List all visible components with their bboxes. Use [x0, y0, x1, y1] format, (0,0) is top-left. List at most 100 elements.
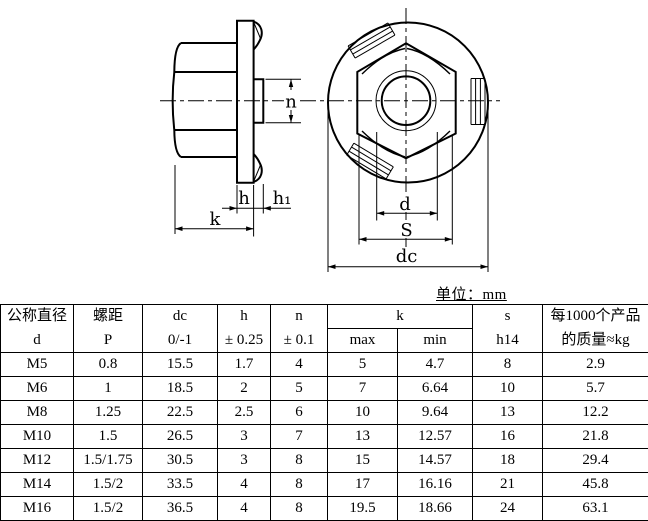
dimension-n: n: [265, 78, 301, 124]
spec-cell: 8: [472, 352, 543, 377]
column-header-line1: 螺距: [92, 308, 123, 324]
column-header-group: k: [327, 304, 473, 329]
spec-cell: 30.5: [142, 448, 218, 473]
spec-cell: 1.5: [73, 424, 143, 449]
side-view-drawing: n h h₁ k: [160, 19, 500, 237]
spec-cell: 12.2: [542, 400, 648, 425]
serration-mark: [470, 78, 486, 125]
spec-cell: 2.5: [217, 400, 271, 425]
spec-cell: 9.64: [397, 400, 473, 425]
spec-cell: 15.5: [142, 352, 218, 377]
spec-cell: 1: [73, 376, 143, 401]
spec-cell: 33.5: [142, 472, 218, 497]
spec-cell: 29.4: [542, 448, 648, 473]
spec-cell: 63.1: [542, 496, 648, 521]
column-header-line1: 每1000个产品: [550, 308, 641, 324]
spec-cell: 13: [472, 400, 543, 425]
column-header-line1: s: [504, 308, 511, 324]
spec-cell: 4.7: [397, 352, 473, 377]
column-header-line2: 的质量≈kg: [561, 331, 630, 348]
spec-cell: 1.7: [217, 352, 271, 377]
column-header-line1: n: [295, 308, 303, 324]
row-size-label: M16: [0, 496, 74, 521]
row-size-label: M5: [0, 352, 74, 377]
dimension-h-h1: h h₁: [222, 184, 291, 237]
dim-label-k: k: [210, 209, 222, 230]
spec-cell: 16.16: [397, 472, 473, 497]
column-header-line2: 0/-1: [167, 331, 193, 348]
column-header-line2: d: [33, 331, 41, 348]
spec-cell: 22.5: [142, 400, 218, 425]
spec-cell: 8: [270, 448, 328, 473]
flange-circle: [327, 21, 489, 184]
spec-cell: 15: [327, 448, 398, 473]
spec-cell: 17: [327, 472, 398, 497]
column-header-line2: P: [103, 331, 113, 348]
thread-hole-circle: [380, 75, 432, 126]
dimension-k: k: [174, 165, 254, 234]
spec-cell: 0.8: [73, 352, 143, 377]
spec-cell: 26.5: [142, 424, 218, 449]
dim-label-h: h: [238, 188, 250, 209]
spec-cell: 5: [270, 376, 328, 401]
column-header-line2: h14: [496, 331, 519, 348]
spec-cell: 10: [472, 376, 543, 401]
spec-cell: 3: [217, 424, 271, 449]
column-header: h ± 0.25: [217, 304, 271, 353]
serration-mark: [346, 142, 394, 180]
row-size-label: M8: [0, 400, 74, 425]
row-size-label: M14: [0, 472, 74, 497]
column-header: 每1000个产品的质量≈kg: [542, 304, 648, 353]
column-header: dc 0/-1: [142, 304, 218, 353]
column-header-line1: h: [240, 308, 248, 324]
spec-cell: 14.57: [397, 448, 473, 473]
column-subheader: min: [397, 328, 473, 353]
dim-label-s: S: [400, 220, 412, 241]
spec-cell: 4: [270, 352, 328, 377]
top-view-drawing: d S dc: [327, 8, 489, 272]
spec-cell: 2: [217, 376, 271, 401]
spec-cell: 5.7: [542, 376, 648, 401]
row-size-label: M6: [0, 376, 74, 401]
column-header-line2: ± 0.1: [283, 331, 315, 348]
spec-cell: 6.64: [397, 376, 473, 401]
column-header-line2: ± 0.25: [224, 331, 264, 348]
dim-label-h1: h₁: [273, 188, 292, 209]
spec-cell: 1.25: [73, 400, 143, 425]
dim-label-d: d: [399, 194, 411, 215]
serration-mark: [347, 22, 396, 59]
dim-label-n: n: [285, 92, 297, 113]
row-size-label: M10: [0, 424, 74, 449]
spec-cell: 6: [270, 400, 328, 425]
spec-cell: 36.5: [142, 496, 218, 521]
spec-cell: 21: [472, 472, 543, 497]
unit-note: 单位：mm: [436, 287, 507, 303]
spec-cell: 18.66: [397, 496, 473, 521]
spec-cell: 10: [327, 400, 398, 425]
column-header-line1: dc: [172, 308, 188, 324]
spec-cell: 8: [270, 472, 328, 497]
column-header: 螺距 P: [73, 304, 143, 353]
spec-cell: 1.5/1.75: [73, 448, 143, 473]
spec-cell: 21.8: [542, 424, 648, 449]
spec-cell: 3: [217, 448, 271, 473]
spec-cell: 8: [270, 496, 328, 521]
thread-major-circle: [375, 70, 437, 132]
spec-cell: 18.5: [142, 376, 218, 401]
column-subheader: max: [327, 328, 398, 353]
spec-cell: 16: [472, 424, 543, 449]
dimension-d: d: [376, 194, 438, 216]
spec-cell: 5: [327, 352, 398, 377]
spec-cell: 13: [327, 424, 398, 449]
spec-cell: 7: [270, 424, 328, 449]
